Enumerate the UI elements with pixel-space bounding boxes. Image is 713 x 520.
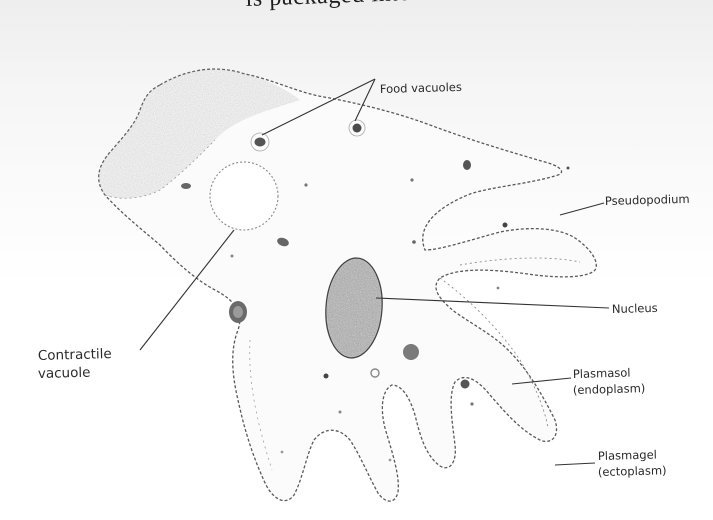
contractile-vacuole <box>210 162 278 230</box>
label-plasmasol-line-2: (endoplasm) <box>573 381 646 397</box>
label-contractile-vacuole-line-2: vacuole <box>38 365 91 382</box>
label-plasmasol-line-1: Plasmasol <box>573 365 631 381</box>
label-contractile-vacuole-line-1: Contractile <box>38 346 112 364</box>
leader-plasmagel <box>555 463 595 465</box>
label-plasmagel-line-1: Plasmagel <box>598 447 657 463</box>
label-nucleus: Nucleus <box>612 301 658 316</box>
leader-pseudopodium <box>560 203 604 215</box>
label-pseudopodium: Pseudopodium <box>605 192 690 208</box>
label-food-vacuoles: Food vacuoles <box>380 80 462 96</box>
label-plasmagel-line-2: (ectoplasm) <box>598 463 667 479</box>
